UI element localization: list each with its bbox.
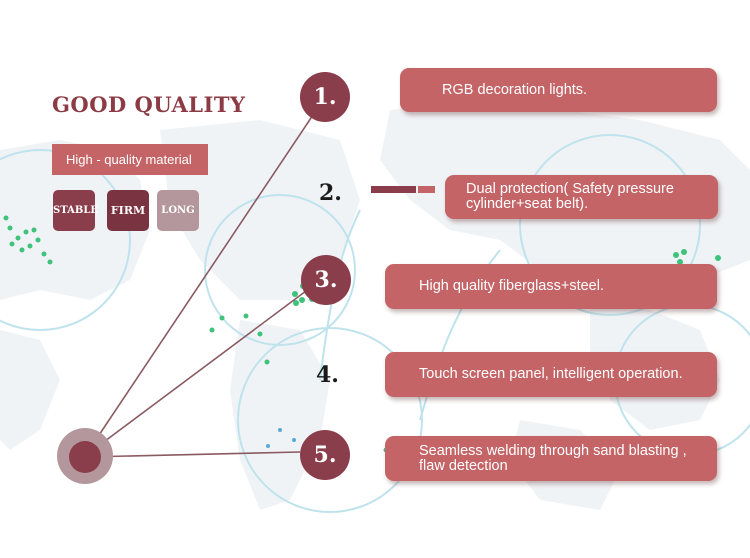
- badge-long: LONG: [157, 190, 199, 231]
- feature-3-label: High quality fiberglass+steel.: [385, 264, 717, 309]
- feature-2-text: Dual protection( Safety pressure cylinde…: [466, 181, 674, 212]
- feature-3-text: High quality fiberglass+steel.: [419, 278, 604, 294]
- feature-3-number: 3.: [301, 255, 351, 305]
- feature-5-number: 5.: [300, 430, 350, 480]
- connector-line-1: [84, 111, 316, 457]
- feature-2-number: 2.: [319, 180, 342, 206]
- feature-5-text: Seamless welding through sand blasting ,…: [419, 442, 687, 474]
- feature-2-accent-bar-dark: [371, 186, 416, 193]
- feature-4-label: Touch screen panel, intelligent operatio…: [385, 352, 717, 397]
- feature-4-text: Touch screen panel, intelligent operatio…: [419, 366, 683, 382]
- feature-5-label: Seamless welding through sand blasting ,…: [385, 436, 717, 481]
- feature-1-text: RGB decoration lights.: [442, 81, 588, 98]
- badge-stable: STABLE: [53, 190, 98, 231]
- feature-1-number: 1.: [300, 72, 350, 122]
- hub-circle-inner: [69, 441, 101, 473]
- subtitle-label: High - quality material: [52, 144, 208, 175]
- connector-line-5: [84, 451, 301, 458]
- feature-4-number: 4.: [316, 362, 339, 388]
- feature-1-label: RGB decoration lights.: [400, 68, 717, 112]
- badge-firm: FIRM: [107, 190, 149, 231]
- page-title: GOOD QUALITY: [52, 92, 246, 117]
- connector-line-3: [84, 287, 311, 457]
- feature-2-label: Dual protection( Safety pressure cylinde…: [445, 175, 718, 219]
- feature-2-accent-bar-light: [418, 186, 435, 193]
